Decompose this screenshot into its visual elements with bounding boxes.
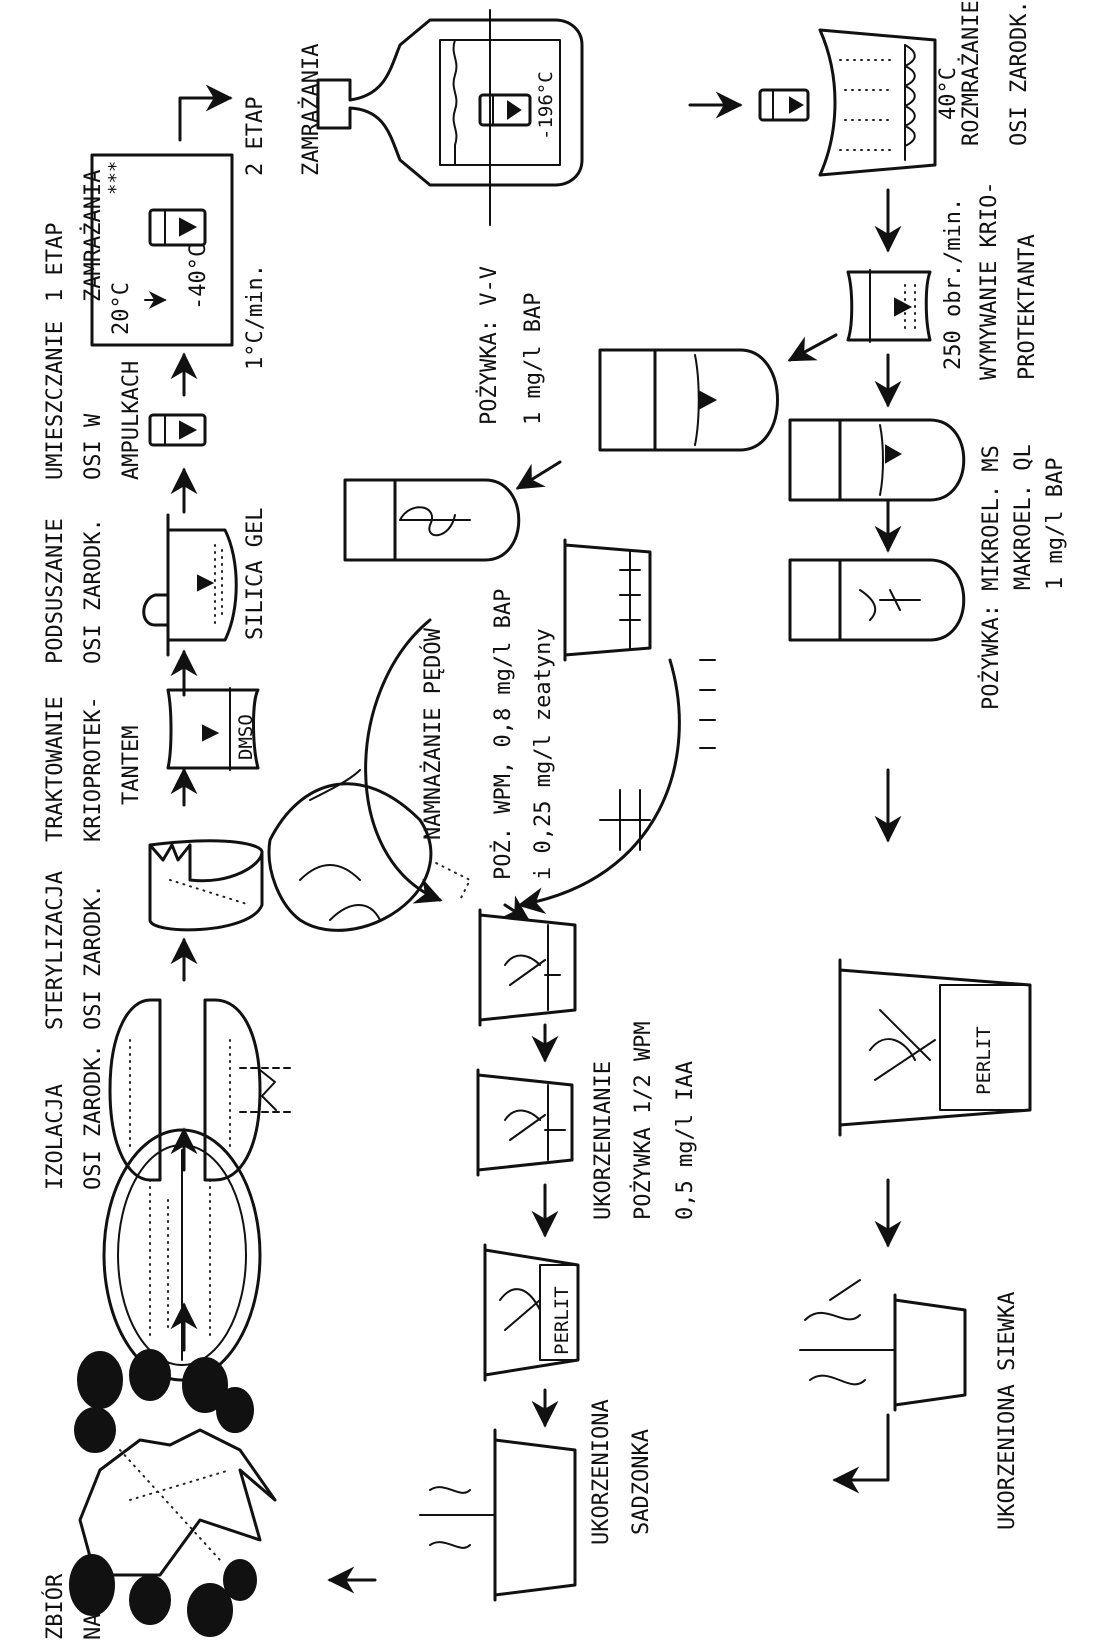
embryo-axis-icon <box>150 841 262 930</box>
label-etap2-line1: 2 ETAP <box>243 97 268 176</box>
culture-jar-icon <box>478 1070 572 1175</box>
label-traktowanie-line3: TANTEM <box>119 726 144 805</box>
label-izolacja-line2: OSI ZARODK. <box>81 1044 106 1190</box>
label-pozywka-vv-line2: 1 mg/l BAP <box>521 293 546 425</box>
label-rozmrazanie-line1: ROZMRAŻANIE <box>958 0 984 146</box>
temp-20-label: 20°C <box>109 282 134 335</box>
arrow-vv-to-shoot <box>518 462 560 488</box>
water-bath-icon: 40°C <box>760 30 961 175</box>
arrow-wash-to-vv <box>790 335 836 360</box>
dmso-beaker-icon: DMSO <box>168 688 258 770</box>
label-ukorzenianie-line3: 0,5 mg/l IAA <box>673 1061 698 1220</box>
shaking-beaker-icon <box>848 270 930 342</box>
perlit-label-left: PERLIT <box>551 1286 573 1355</box>
flower-pot-icon: PERLIT <box>840 960 1030 1135</box>
arrow-siewka-to-plant <box>835 1415 888 1480</box>
label-sterylizacja-line2: OSI ZARODK. <box>81 884 106 1030</box>
label-umieszczanie-line2: OSI W <box>81 413 106 480</box>
label-zbior-line1: ZBIÓR <box>42 1573 68 1640</box>
label-poz-wpm-line2: i 0,25 mg/l zeatyny <box>531 628 556 880</box>
label-traktowanie-line1: TRAKTOWANIE <box>43 696 68 842</box>
test-tube-icon <box>790 560 964 640</box>
dmso-label: DMSO <box>235 714 257 760</box>
perlit-label-right: PERLIT <box>973 1026 995 1095</box>
label-poz-wpm-line1: POŻ. WPM, 0,8 mg/l BAP <box>490 589 516 880</box>
culture-jar-icon <box>480 910 575 1025</box>
label-etap2-line2: ZAMRAŻANIA <box>298 44 324 176</box>
temp-40-label: 40°C <box>936 67 961 120</box>
label-wymywanie-line2: WYMYWANIE KRIO- <box>977 181 1002 380</box>
flower-pot-icon <box>800 1280 965 1410</box>
label-pozywka-ms-line3: 1 mg/l BAP <box>1043 458 1068 590</box>
test-tube-icon <box>345 480 519 560</box>
label-namnazanie: NAMNAŻANIE PĘDÓW <box>420 627 446 840</box>
label-pozywka-vv-line1: POŻYWKA: V-V <box>476 266 502 425</box>
stars-label: *** <box>105 161 127 195</box>
plant-with-fruits-icon <box>70 1350 275 1636</box>
label-etap1-line1: 1 ETAP <box>43 223 68 302</box>
label-ukorzenianie-line1: UKORZENIANIE <box>591 1061 616 1220</box>
label-sadzonka-line2: SADZONKA <box>629 1429 654 1535</box>
label-podsuszanie-line2: OSI ZARODK. <box>81 518 106 664</box>
flower-pot-icon: PERLIT <box>485 1245 578 1380</box>
culture-jar-icon <box>565 540 650 660</box>
label-umieszczanie-line1: UMIESZCZANIE <box>43 321 68 480</box>
label-umieszczanie-line3: AMPULKACH <box>119 361 144 480</box>
temp-minus196-label: -196°C <box>535 71 557 140</box>
arrow-to-etap2 <box>180 98 230 140</box>
label-siewka: UKORZENIONA SIEWKA <box>995 1292 1020 1530</box>
test-tube-icon <box>790 420 964 500</box>
rate-label: 1°C/min. <box>243 264 268 370</box>
temp-minus40-label: -40°C <box>186 244 211 310</box>
label-pozywka-ms-line2: MAKROEL. QL <box>1011 444 1036 590</box>
label-pozywka-ms-line1: POŻYWKA: MIKROEL. MS <box>978 445 1004 710</box>
flower-pot-icon <box>420 1430 575 1600</box>
label-sterylizacja-line1: STERYLIZACJA <box>43 871 68 1030</box>
label-wymywanie-line3: PROTEKTANTA <box>1015 234 1040 380</box>
label-rozmrazanie-line2: OSI ZARODK. <box>1007 0 1032 146</box>
label-ukorzenianie-line2: POŻYWKA 1/2 WPM <box>630 1021 656 1220</box>
silica-gel-label: SILICA GEL <box>243 508 268 640</box>
label-izolacja-line1: IZOLACJA <box>43 1084 68 1190</box>
freezer-box-icon: 20°C -40°C *** 1°C/min. <box>92 155 268 370</box>
test-tube-icon <box>600 350 778 450</box>
ampoule-icon <box>150 415 205 445</box>
label-wymywanie-line1: 250 obr./min. <box>941 198 966 370</box>
label-traktowanie-line2: KRIOPROTEK- <box>81 696 106 842</box>
silica-gel-desiccator-icon: SILICA GEL <box>144 508 268 655</box>
label-podsuszanie-line1: PODSUSZANIE <box>43 518 68 664</box>
liquid-nitrogen-dewar-icon: -196°C <box>318 10 582 225</box>
label-sadzonka-line1: UKORZENIONA <box>589 1399 614 1545</box>
